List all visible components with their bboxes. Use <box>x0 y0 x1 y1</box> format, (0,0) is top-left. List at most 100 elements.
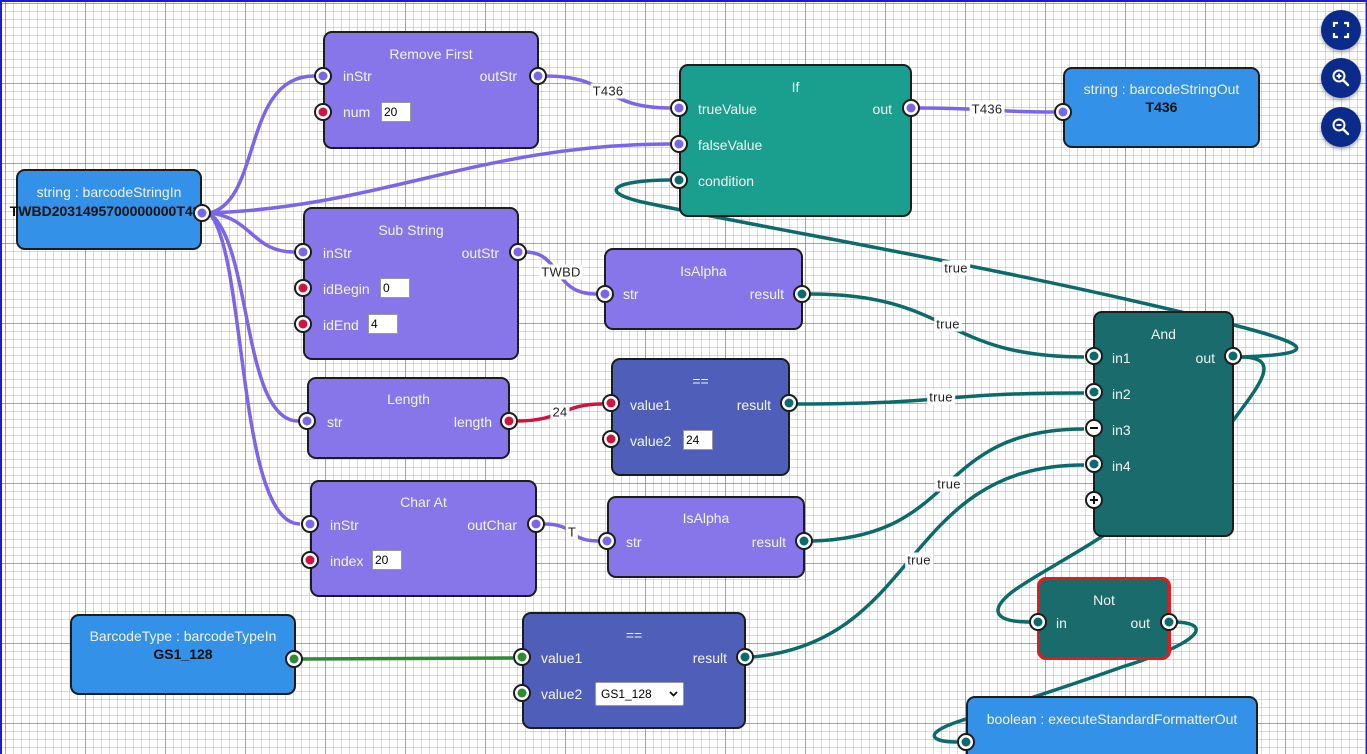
port-if-condition[interactable] <box>670 171 688 189</box>
node-equals-1[interactable]: == value1 result value2 24 <box>611 358 790 476</box>
port-char-at-instr[interactable] <box>301 515 319 533</box>
node-value: TWBD2031495700000000T436 <box>9 203 209 219</box>
port-label-value1: value1 <box>630 397 672 413</box>
port-sub-string-instr[interactable] <box>294 243 312 261</box>
edge-label: T436 <box>969 101 1005 117</box>
port-is-alpha-1-str[interactable] <box>596 285 614 303</box>
node-is-alpha-1[interactable]: IsAlpha str result <box>604 248 803 330</box>
port-if-truevalue[interactable] <box>670 99 688 117</box>
edge-not-to-formatter-out[interactable] <box>932 620 1198 744</box>
port-equals-2-value2[interactable] <box>513 684 531 702</box>
add-input-button[interactable] <box>1085 491 1103 509</box>
node-remove-first[interactable]: Remove First inStr outStr num 20 <box>323 31 539 149</box>
fullscreen-button[interactable] <box>1321 10 1361 50</box>
node-barcode-string-out[interactable]: string : barcodeStringOut T436 <box>1063 67 1260 148</box>
port-equals-1-result[interactable] <box>780 394 798 412</box>
zoom-in-button[interactable] <box>1321 58 1361 98</box>
port-label-in: in <box>1056 615 1067 631</box>
port-label-str: str <box>626 534 642 550</box>
edge-in-to-charat[interactable] <box>207 211 301 526</box>
node-title: == <box>692 373 709 389</box>
node-title: Length <box>387 391 430 407</box>
port-label-out: out <box>1195 350 1215 366</box>
node-length[interactable]: Length str length <box>307 377 510 459</box>
edge-and-to-if-condition[interactable] <box>614 178 1299 359</box>
edge-label: true <box>935 476 963 492</box>
edge-label: T <box>565 524 579 540</box>
port-label-length: length <box>453 414 492 430</box>
select-value: GS1_128 <box>601 687 652 701</box>
edge-in-to-substring[interactable] <box>208 211 295 254</box>
port-equals-2-result[interactable] <box>736 648 754 666</box>
port-char-at-outchar[interactable] <box>527 515 545 533</box>
port-and-in2[interactable] <box>1085 383 1103 401</box>
edge-in-to-length[interactable] <box>207 211 299 423</box>
edge-in-to-removefirst[interactable] <box>208 74 315 215</box>
port-length-str[interactable] <box>298 412 316 430</box>
node-barcode-string-in[interactable]: string : barcodeStringIn TWBD20314957000… <box>10 169 208 250</box>
port-char-at-index[interactable] <box>301 551 319 569</box>
fullscreen-icon <box>1332 21 1350 39</box>
port-remove-first-num[interactable] <box>314 103 332 121</box>
port-equals-2-value1[interactable] <box>513 648 531 666</box>
port-sub-string-idbegin[interactable] <box>294 279 312 297</box>
port-is-alpha-2-str[interactable] <box>598 532 616 550</box>
port-remove-first-instr[interactable] <box>314 67 332 85</box>
node-title: Sub String <box>378 222 444 238</box>
edge-in-to-if-false[interactable] <box>208 142 671 215</box>
node-if[interactable]: If trueValue out falseValue condition <box>679 64 912 217</box>
port-if-out[interactable] <box>902 99 920 117</box>
node-title: IsAlpha <box>680 263 727 279</box>
node-sub-string[interactable]: Sub String inStr outStr idBegin 0 idEnd … <box>303 207 519 360</box>
port-and-in1[interactable] <box>1085 347 1103 365</box>
id-begin-input[interactable]: 0 <box>380 278 410 298</box>
node-and[interactable]: And in1 out in2 in3 in4 <box>1093 311 1234 537</box>
port-label-truevalue: trueValue <box>698 101 757 117</box>
node-equals-2[interactable]: == value1 result value2 GS1_128 <box>522 612 746 729</box>
port-sub-string-outstr[interactable] <box>509 243 527 261</box>
edge-label: 24 <box>550 404 570 420</box>
port-not-out[interactable] <box>1160 613 1178 631</box>
port-label-outstr: outStr <box>479 68 517 84</box>
port-and-in4[interactable] <box>1085 455 1103 473</box>
node-not[interactable]: Not in out <box>1037 577 1171 660</box>
edge-type-to-equals[interactable] <box>301 656 514 661</box>
value2-select[interactable]: GS1_128 <box>595 682 684 706</box>
zoom-out-button[interactable] <box>1321 107 1361 147</box>
port-remove-first-outstr[interactable] <box>529 67 547 85</box>
port-label-value1: value1 <box>541 650 583 666</box>
port-barcode-type-in-out[interactable] <box>285 650 303 668</box>
port-if-falsevalue[interactable] <box>670 135 688 153</box>
num-input[interactable]: 20 <box>381 102 411 122</box>
port-not-in[interactable] <box>1029 613 1047 631</box>
node-execute-standard-formatter-out[interactable]: boolean : executeStandardFormatterOut <box>966 696 1258 754</box>
value2-input[interactable]: 24 <box>683 430 713 450</box>
plus-icon <box>1090 496 1098 504</box>
id-end-input[interactable]: 4 <box>368 314 398 334</box>
port-barcode-string-in-out[interactable] <box>193 204 211 222</box>
port-label-in4: in4 <box>1112 458 1131 474</box>
index-input[interactable]: 20 <box>372 550 402 570</box>
port-label-outchar: outChar <box>467 517 517 533</box>
port-equals-1-value1[interactable] <box>602 394 620 412</box>
zoom-out-icon <box>1332 118 1350 136</box>
node-char-at[interactable]: Char At inStr outChar index 20 <box>310 480 537 597</box>
port-barcode-string-out-in[interactable] <box>1054 103 1072 121</box>
port-length-length[interactable] <box>500 412 518 430</box>
port-label-out: out <box>872 101 892 117</box>
port-sub-string-idend[interactable] <box>294 315 312 333</box>
port-and-out[interactable] <box>1224 347 1242 365</box>
remove-input-button[interactable] <box>1085 419 1103 437</box>
port-label-falsevalue: falseValue <box>698 137 763 153</box>
port-label-idbegin: idBegin <box>323 281 370 297</box>
node-barcode-type-in[interactable]: BarcodeType : barcodeTypeIn GS1_128 <box>70 614 296 695</box>
port-label-value2: value2 <box>630 433 672 449</box>
port-execute-standard-formatter-out-in[interactable] <box>957 733 975 751</box>
node-value: GS1_128 <box>153 646 213 662</box>
port-is-alpha-1-result[interactable] <box>793 285 811 303</box>
edge-label: T436 <box>590 83 626 99</box>
node-is-alpha-2[interactable]: IsAlpha str result <box>607 496 805 578</box>
port-is-alpha-2-result[interactable] <box>795 532 813 550</box>
port-equals-1-value2[interactable] <box>602 430 620 448</box>
